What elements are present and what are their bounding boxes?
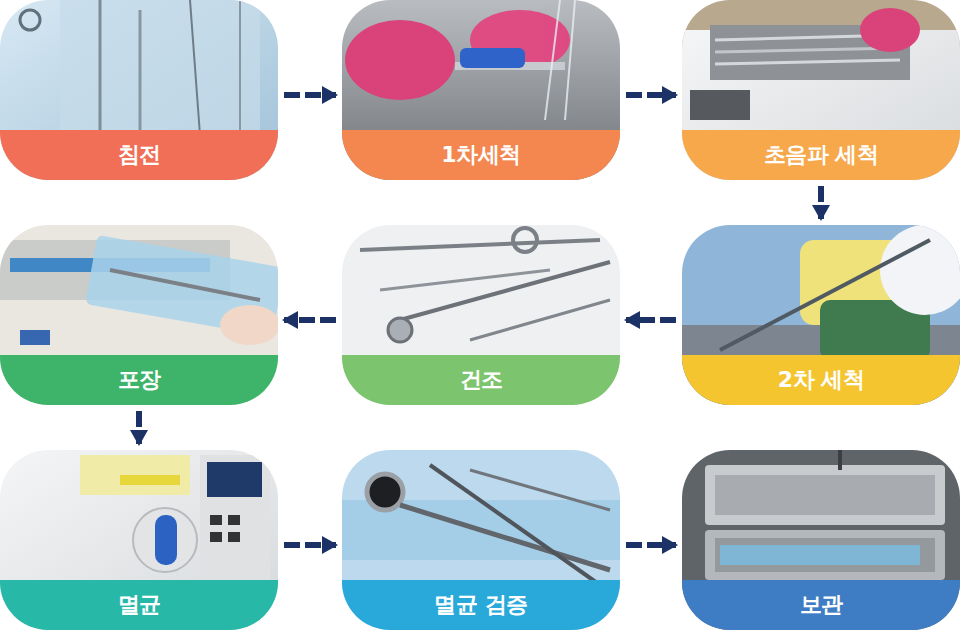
step-label: 침전 bbox=[118, 140, 161, 170]
step-label: 멸균 검증 bbox=[434, 590, 527, 620]
process-step: 초음파 세척 bbox=[682, 0, 960, 180]
flow-arrow bbox=[626, 92, 676, 98]
step-band: 초음파 세척 bbox=[682, 130, 960, 180]
drying-photo bbox=[342, 225, 620, 405]
flow-arrow bbox=[284, 92, 336, 98]
process-step: 포장 bbox=[0, 225, 278, 405]
step-label: 1차세척 bbox=[441, 140, 520, 170]
packing-photo bbox=[0, 225, 278, 405]
step-label: 보관 bbox=[800, 590, 843, 620]
process-step: 멸균 bbox=[0, 450, 278, 630]
step-band: 멸균 검증 bbox=[342, 580, 620, 630]
step-label: 초음파 세척 bbox=[764, 140, 879, 170]
second-wash-photo bbox=[682, 225, 960, 405]
step-band: 침전 bbox=[0, 130, 278, 180]
process-step: 2차 세척 bbox=[682, 225, 960, 405]
step-band: 2차 세척 bbox=[682, 355, 960, 405]
step-band: 멸균 bbox=[0, 580, 278, 630]
step-band: 포장 bbox=[0, 355, 278, 405]
process-step: 멸균 검증 bbox=[342, 450, 620, 630]
ultrasonic-photo bbox=[682, 0, 960, 180]
verification-photo bbox=[342, 450, 620, 630]
brushing-photo bbox=[342, 0, 620, 180]
autoclave-photo bbox=[0, 450, 278, 630]
process-step: 1차세척 bbox=[342, 0, 620, 180]
soaking-photo bbox=[0, 0, 278, 180]
flow-arrow bbox=[284, 542, 336, 548]
step-label: 멸균 bbox=[118, 590, 161, 620]
step-label: 건조 bbox=[460, 365, 503, 395]
step-band: 건조 bbox=[342, 355, 620, 405]
step-label: 2차 세척 bbox=[778, 365, 864, 395]
step-band: 보관 bbox=[682, 580, 960, 630]
flow-arrow bbox=[818, 186, 824, 219]
process-step: 보관 bbox=[682, 450, 960, 630]
step-band: 1차세척 bbox=[342, 130, 620, 180]
flow-arrow bbox=[626, 317, 676, 323]
step-label: 포장 bbox=[118, 365, 161, 395]
storage-photo bbox=[682, 450, 960, 630]
flow-arrow bbox=[136, 411, 142, 444]
flow-arrow bbox=[284, 317, 336, 323]
process-step: 침전 bbox=[0, 0, 278, 180]
flow-arrow bbox=[626, 542, 676, 548]
process-step: 건조 bbox=[342, 225, 620, 405]
